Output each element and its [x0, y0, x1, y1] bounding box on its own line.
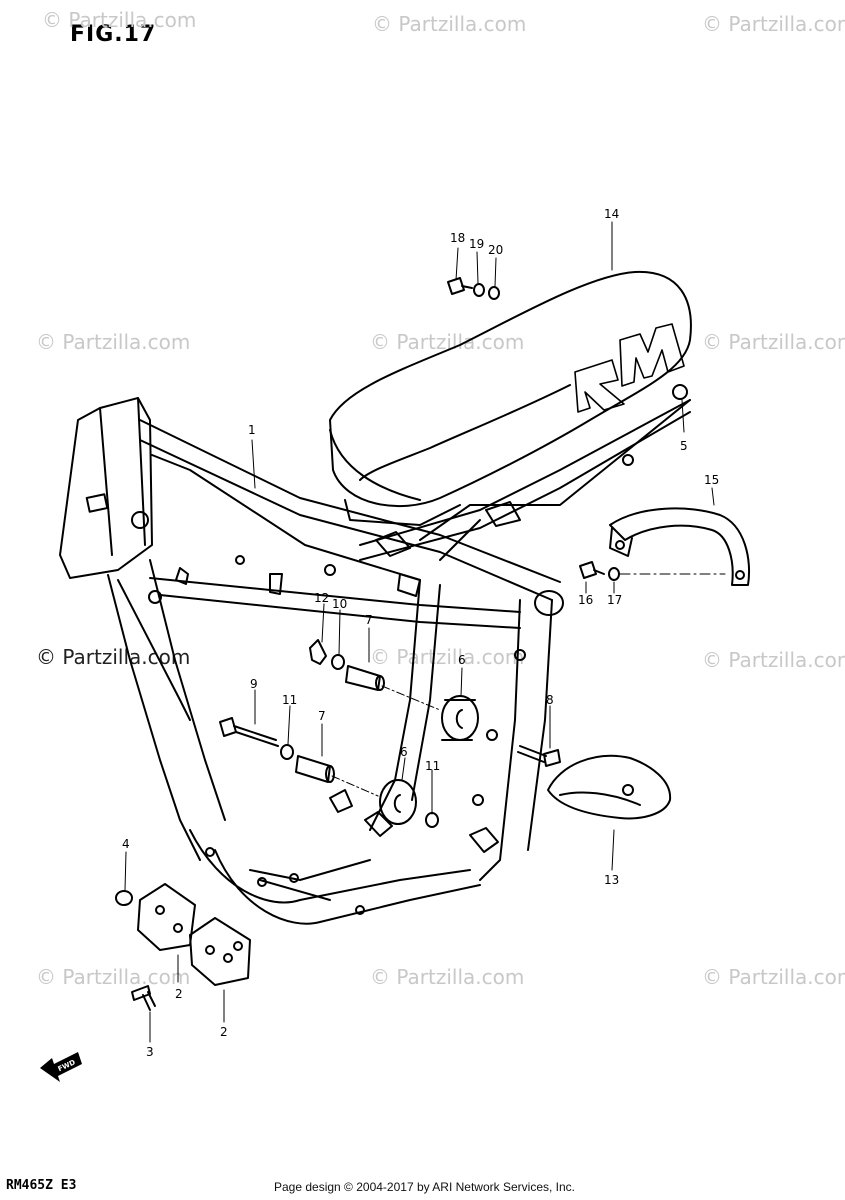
callout-8: 8 [546, 693, 554, 707]
callout-7: 7 [318, 709, 326, 723]
washer-10 [331, 654, 345, 670]
watermark: © Partzilla.com [36, 645, 191, 669]
seat [329, 270, 692, 526]
callout-16: 16 [578, 593, 593, 607]
callout-14: 14 [604, 207, 619, 221]
washer-20 [488, 286, 500, 300]
washer-11 [425, 812, 439, 828]
callout-17: 17 [607, 593, 622, 607]
footer-copyright: Page design © 2004-2017 by ARI Network S… [274, 1180, 576, 1194]
callout-20: 20 [488, 243, 503, 257]
callout-3: 3 [146, 1045, 154, 1059]
bolt-16 [579, 561, 605, 579]
watermark: © Partzilla.com [36, 965, 191, 989]
callout-4: 4 [122, 837, 130, 851]
watermark: © Partzilla.com [370, 645, 525, 669]
bolt-18 [447, 277, 473, 295]
callout-18: 18 [450, 231, 465, 245]
clip-12 [309, 639, 327, 665]
callout-1: 1 [248, 423, 256, 437]
spacer-7 [295, 665, 385, 783]
watermark: © Partzilla.com [370, 965, 525, 989]
callout-15: 15 [704, 473, 719, 487]
bolt-9 [219, 717, 279, 747]
bolt-3 [131, 985, 156, 1011]
rear-handle [609, 507, 751, 586]
nut-4 [115, 890, 133, 906]
bushing-6 [379, 695, 479, 825]
guard-plate [547, 754, 672, 820]
callout-11: 11 [425, 759, 440, 773]
watermark: © Partzilla.com [702, 12, 845, 36]
watermark: © Partzilla.com [702, 330, 845, 354]
callout-5: 5 [680, 439, 688, 453]
callout-6: 6 [458, 653, 466, 667]
model-code: RM465Z E3 [6, 1178, 77, 1193]
leader-lines [124, 221, 726, 1043]
bolt-8 [517, 745, 561, 767]
watermark: © Partzilla.com [702, 648, 845, 672]
callout-6: 6 [400, 745, 408, 759]
watermark: © Partzilla.com [702, 965, 845, 989]
callout-12: 12 [314, 591, 329, 605]
frame [59, 397, 691, 925]
mount-plate [137, 883, 251, 986]
washer-11 [280, 744, 294, 760]
nut-5 [672, 384, 688, 400]
washer-17 [608, 567, 620, 581]
watermark: © Partzilla.com [36, 330, 191, 354]
callout-2: 2 [175, 987, 183, 1001]
callout-10: 10 [332, 597, 347, 611]
forward-arrow-icon: FWD [40, 1052, 82, 1082]
callout-7: 7 [365, 613, 373, 627]
callout-13: 13 [604, 873, 619, 887]
callout-9: 9 [250, 677, 258, 691]
callout-11: 11 [282, 693, 297, 707]
watermark: © Partzilla.com [42, 8, 197, 32]
washer-19 [473, 283, 485, 297]
watermark: © Partzilla.com [372, 12, 527, 36]
callout-19: 19 [469, 237, 484, 251]
callout-2: 2 [220, 1025, 228, 1039]
figure-title: FIG.17 [70, 22, 157, 47]
